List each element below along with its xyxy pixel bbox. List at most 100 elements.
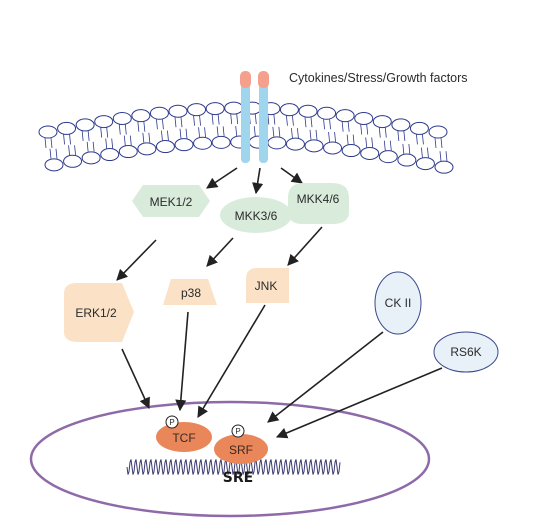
lipid-tail <box>44 137 47 149</box>
phospho-tcf-icon <box>165 415 179 429</box>
lipid-head-inner <box>323 141 343 155</box>
lipid-tail <box>204 127 206 138</box>
lipid-head-outer <box>317 106 337 120</box>
tcf-label: TCF <box>172 431 195 445</box>
lipid-tail <box>434 137 437 149</box>
mkk46-label: MKK4/6 <box>297 192 340 206</box>
lipid-tail <box>174 117 177 128</box>
ck2-label: CK II <box>385 296 412 310</box>
lipid-tail <box>87 130 90 141</box>
lipid-head-outer <box>168 104 188 118</box>
lipid-head-inner <box>155 140 175 154</box>
lipid-tail <box>427 147 429 158</box>
p38-label: p38 <box>181 286 201 300</box>
arrow-receptor-to-mkk36 <box>252 167 264 195</box>
lipid-tail <box>92 141 95 152</box>
lipid-head-inner <box>118 145 138 159</box>
lipid-head-outer <box>428 125 448 139</box>
lipid-tail <box>389 140 392 151</box>
lipid-tail <box>253 126 256 137</box>
arrow-mek12-to-erk12 <box>116 239 157 281</box>
lipid-tail <box>371 137 374 148</box>
lipid-head-inner <box>415 157 435 171</box>
lipid-tail <box>180 117 183 128</box>
lipid-tail <box>403 130 406 141</box>
lipid-tail <box>304 117 307 128</box>
arrow-receptor-to-mek12 <box>206 167 238 189</box>
mkk36-node <box>220 197 292 233</box>
lipid-tail <box>422 134 424 145</box>
lipid-tail <box>100 127 103 138</box>
receptor-cap-right <box>258 71 269 88</box>
lipid-tail <box>366 124 369 135</box>
lipid-tail <box>230 114 233 125</box>
receptor <box>240 71 269 163</box>
lipid-tail <box>439 151 442 162</box>
lipid-head-inner <box>434 160 454 174</box>
lipid-tail <box>254 114 257 125</box>
lipid-tail <box>142 132 145 143</box>
lipid-tail <box>397 130 400 141</box>
lipid-tail <box>161 130 163 141</box>
lipid-tail <box>217 114 220 125</box>
lipid-tail <box>286 115 288 126</box>
lipid-head-outer <box>409 121 429 135</box>
ck2-node <box>374 271 422 335</box>
lipid-tail <box>402 144 405 155</box>
lipid-tail <box>81 130 84 141</box>
lipid-head-inner <box>360 146 380 160</box>
lipid-tail <box>123 135 126 146</box>
lipid-tail <box>216 126 219 137</box>
cell-membrane <box>38 101 454 174</box>
lipid-tail <box>124 124 127 135</box>
lipid-head-inner <box>174 138 194 152</box>
receptor-stalk-right <box>259 78 268 163</box>
lipid-tail <box>69 134 71 145</box>
mek12-label: MEK1/2 <box>150 195 193 209</box>
dna-strand <box>126 459 341 475</box>
receptor-label: Cytokines/Stress/Growth factors <box>289 71 468 85</box>
tcf-node <box>156 422 212 452</box>
lipid-tail <box>341 121 344 132</box>
lipid-tail <box>111 138 114 149</box>
lipid-head-outer <box>94 115 114 129</box>
lipid-head-outer <box>279 103 299 117</box>
mek12-node <box>132 185 210 217</box>
lipid-head-outer <box>354 111 374 125</box>
arrow-mkk46-to-jnk <box>287 226 323 266</box>
lipid-head-inner <box>378 150 398 164</box>
lipid-tail <box>315 129 318 140</box>
srf-node <box>214 434 268 464</box>
lipid-tail <box>278 126 281 137</box>
lipid-head-outer <box>57 121 77 135</box>
rs6k-node <box>433 331 499 373</box>
lipid-tail <box>310 117 313 128</box>
lipid-tail <box>236 114 239 125</box>
lipid-head-outer <box>112 111 132 125</box>
lipid-tail <box>416 134 418 145</box>
lipid-tail <box>198 127 200 138</box>
lipid-tail <box>74 145 76 156</box>
lipid-tail <box>323 119 325 130</box>
lipid-tail <box>118 124 121 135</box>
lipid-tail <box>291 128 293 139</box>
lipid-head-outer <box>38 125 58 139</box>
arrow-p38-to-tcf <box>175 311 189 412</box>
lipid-tail <box>292 115 294 126</box>
lipid-tail <box>156 119 158 130</box>
lipid-head-inner <box>81 151 101 165</box>
lipid-tail <box>49 148 52 159</box>
lipid-tail <box>179 128 182 139</box>
lipid-head-outer <box>205 102 225 116</box>
lipid-head-inner <box>63 154 83 168</box>
lipid-head-outer <box>372 115 392 129</box>
lipid-head-outer <box>149 106 169 120</box>
lipid-tail <box>143 121 146 132</box>
lipid-tail <box>63 134 65 145</box>
phospho-srf-label: P <box>235 427 240 436</box>
lipid-tail <box>137 121 140 132</box>
lipid-tail <box>360 124 363 135</box>
mkk46-node <box>288 183 349 224</box>
sre-label: SRE <box>223 470 253 486</box>
lipid-head-inner <box>193 136 213 150</box>
